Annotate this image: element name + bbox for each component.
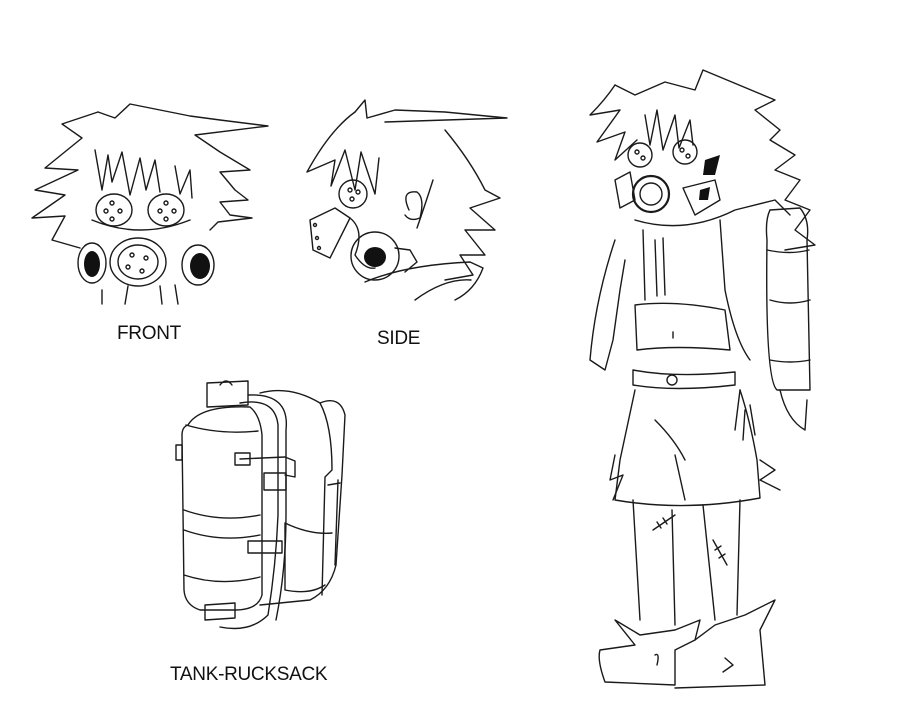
side-head-sketch (295, 90, 525, 310)
tank-rucksack-sketch (160, 365, 360, 645)
tank-rucksack-label: TANK-RUCKSACK (170, 664, 328, 685)
side-view-label: SIDE (377, 328, 421, 349)
full-body-sketch (575, 60, 855, 700)
front-view-label: FRONT (117, 323, 181, 344)
front-head-sketch (20, 90, 280, 310)
